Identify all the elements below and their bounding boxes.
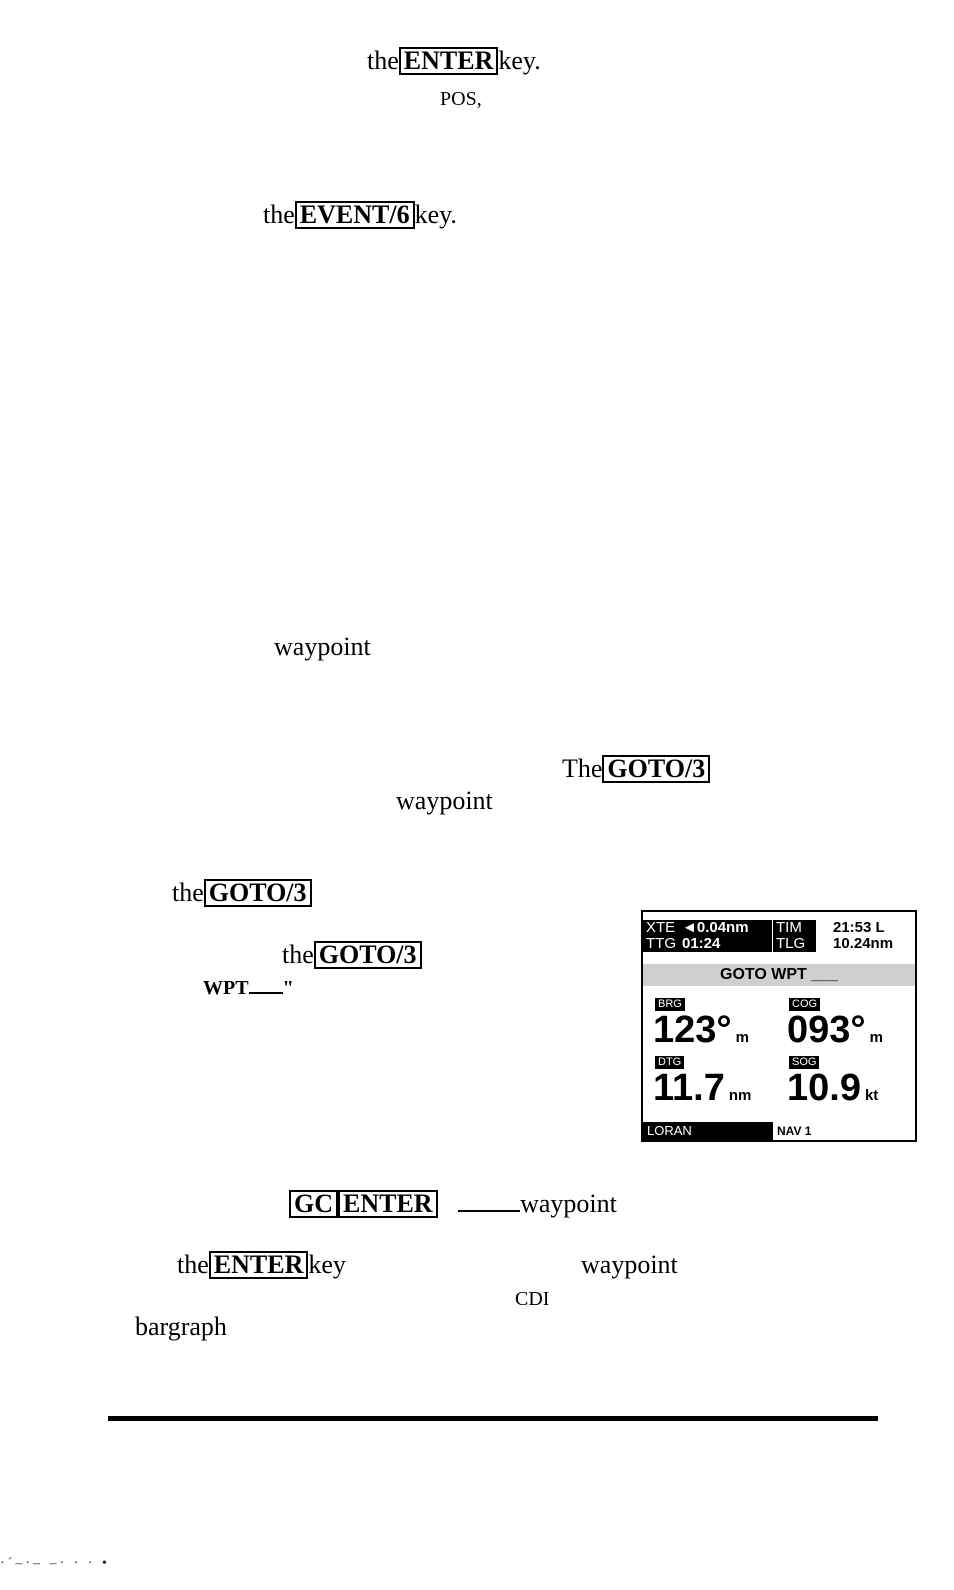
xte-value: ◄0.04nm [679,920,772,936]
event-key-label: EVENT/6 [294,201,415,229]
goto-key-label-2: GOTO/3 [203,879,312,907]
waypoint-text-3: waypoint [581,1250,678,1279]
cog-tag: COG [789,998,821,1011]
goto-banner: GOTO WPT ___ [643,964,915,986]
sog-tag: SOG [789,1056,820,1069]
wpt-text: WPT" [203,970,294,1003]
goto-key-label-1: GOTO/3 [602,755,711,783]
tlg-value: 10.24nm [833,935,894,952]
tim-label: TIM [773,920,816,936]
bargraph-text: bargraph [135,1312,227,1341]
tlg-label: TLG [773,936,816,952]
mode-label: LORAN [643,1122,773,1140]
ttg-label: TTG [643,936,680,952]
xte-label: XTE [643,920,680,936]
pos-text: POS, [440,88,482,110]
enter-key-label: ENTER [398,47,499,75]
enter-key-label-2: ENTER [338,1190,438,1218]
cog-readout: 093°m [787,1009,883,1051]
ttg-value: 01:24 [679,936,772,952]
nav-label: NAV 1 [777,1124,812,1138]
goto-key-label-4: GC [289,1190,338,1218]
dtg-tag: DTG [655,1056,685,1069]
brg-readout: 123°m [653,1009,749,1051]
horizontal-rule [108,1416,878,1421]
navigation-display: XTE TTG ◄0.04nm 01:24 TIM TLG 21:53 L 10… [641,910,917,1142]
brg-tag: BRG [655,998,685,1011]
waypoint-text-1: waypoint [274,632,371,661]
waypoint-text-2: waypoint [396,786,493,815]
cdi-text: CDI [515,1288,550,1310]
goto-key-label-3: GOTO/3 [313,941,422,969]
scan-noise: ·´–·– –· · · • [0,1556,110,1571]
enter-key-label-3: ENTER [208,1251,309,1279]
tim-value: 21:53 L [833,919,885,936]
